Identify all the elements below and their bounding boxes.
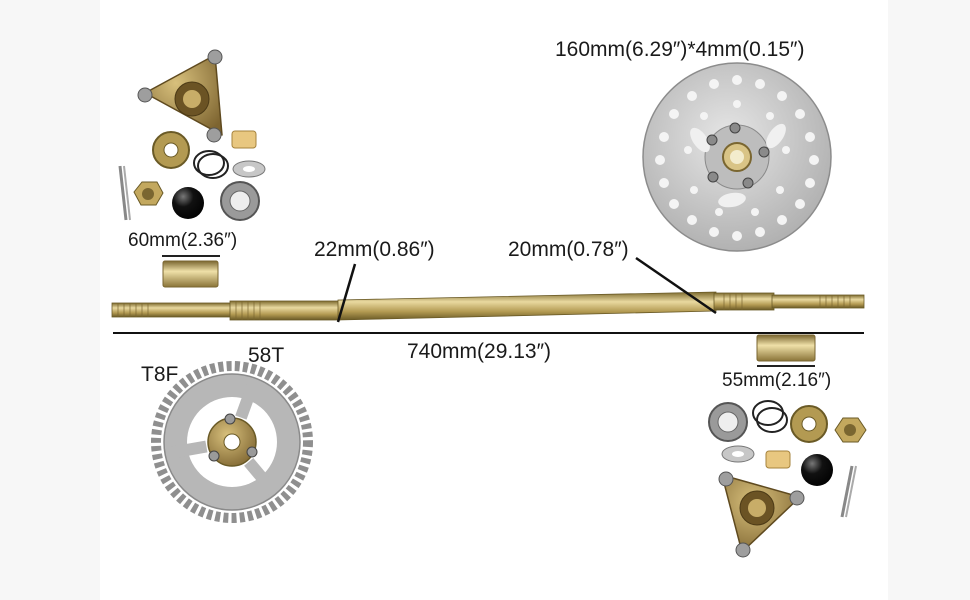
right-dust-cap-icon xyxy=(801,454,833,486)
axle-icon xyxy=(111,291,865,321)
right-spacer-label: 55mm(2.16″) xyxy=(722,370,832,391)
right-bushing-icon xyxy=(765,450,791,469)
left-hub-icon xyxy=(137,49,223,143)
right-cotter-pin-icon xyxy=(840,465,857,518)
right-diameter-pointer xyxy=(635,256,717,315)
sprocket-teeth-label: 58T xyxy=(248,344,285,367)
left-diameter-pointer xyxy=(336,263,357,323)
right-border xyxy=(888,0,970,600)
axle-length-label: 740mm(29.13″) xyxy=(407,340,551,363)
left-border xyxy=(0,0,100,600)
brake-disc-icon xyxy=(642,62,832,252)
right-washer-icon xyxy=(721,445,755,463)
left-orings-icon xyxy=(193,150,229,179)
left-spacer-label: 60mm(2.36″) xyxy=(128,230,238,251)
right-spacer-icon xyxy=(756,334,816,362)
left-diameter-label: 22mm(0.86″) xyxy=(314,238,435,261)
left-bearing-icon xyxy=(152,131,190,169)
left-castle-nut-icon xyxy=(133,181,164,206)
left-spacer-icon xyxy=(162,260,219,288)
sprocket-icon xyxy=(151,361,313,523)
right-hub-icon xyxy=(718,471,805,558)
left-washer-icon xyxy=(232,160,266,178)
right-diameter-label: 20mm(0.78″) xyxy=(508,238,629,261)
disc-size-label: 160mm(6.29″)*4mm(0.15″) xyxy=(555,38,805,61)
sprocket-chain-label: T8F xyxy=(141,363,179,386)
right-bearing-icon xyxy=(790,405,828,443)
right-castle-nut-icon xyxy=(834,417,867,443)
left-seal-icon xyxy=(220,181,260,221)
right-seal-icon xyxy=(708,402,748,442)
left-cotter-pin-icon xyxy=(118,165,131,221)
left-dust-cap-icon xyxy=(172,187,204,219)
left-bushing-icon xyxy=(231,130,257,149)
right-orings-icon xyxy=(752,400,788,433)
